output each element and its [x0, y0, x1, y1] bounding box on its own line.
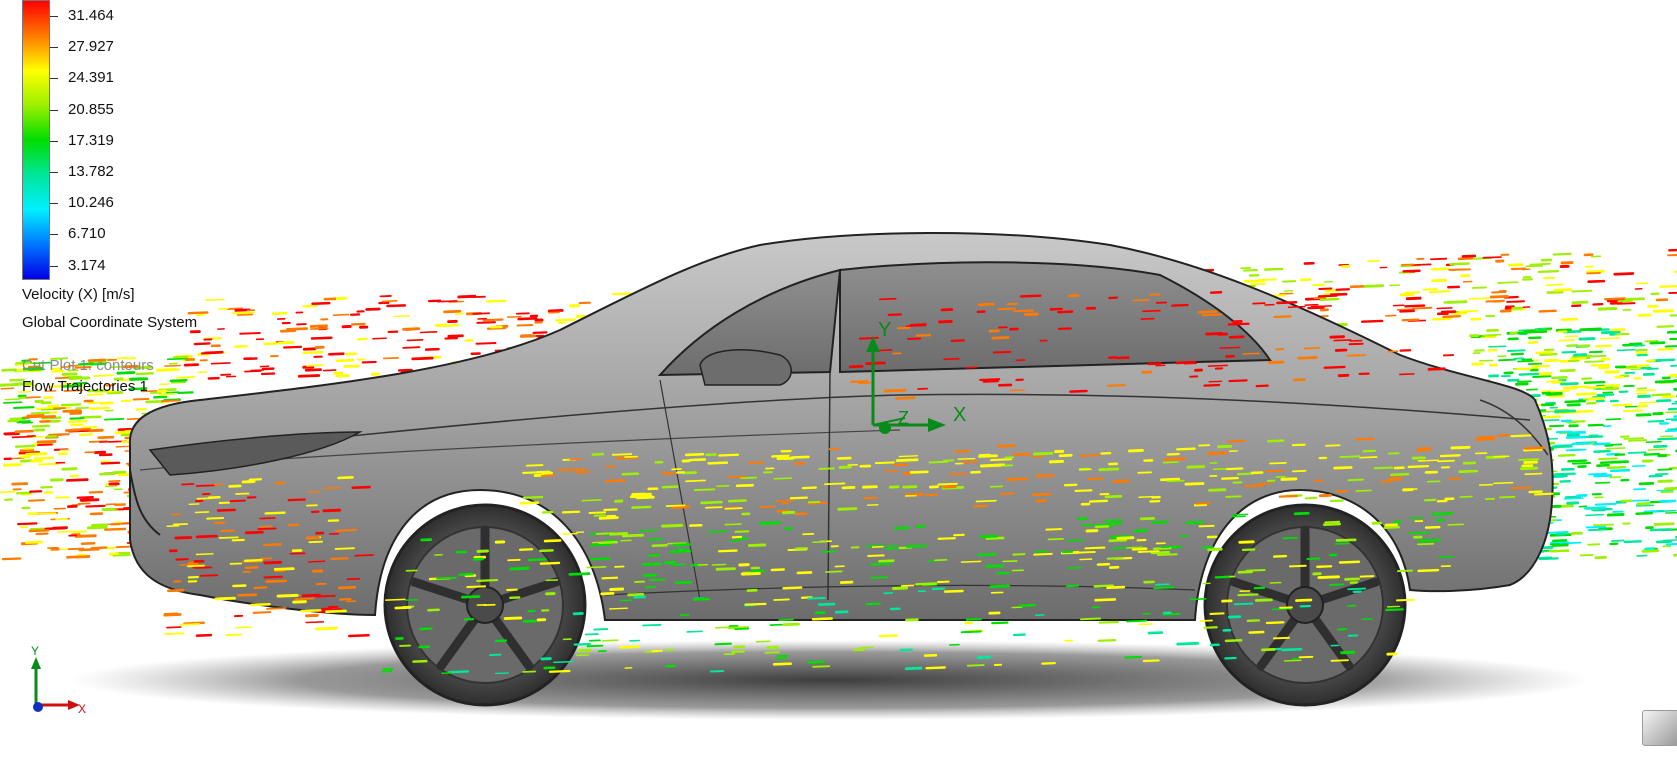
legend-value-label: 31.464	[68, 7, 114, 24]
legend-value-label: 6.710	[68, 225, 106, 243]
rear-wheel	[1203, 503, 1407, 707]
legend-tick	[50, 16, 58, 17]
triad-label-x: X	[78, 702, 86, 715]
legend-value-label: 24.391	[68, 69, 114, 87]
legend-tick	[50, 78, 58, 80]
headlight	[148, 431, 363, 476]
cut-plot-label[interactable]: Cut Plot 1: contours	[22, 357, 154, 374]
legend-value-label: 20.855	[68, 100, 114, 118]
legend-color-bar	[22, 0, 50, 280]
legend-tick	[50, 203, 58, 205]
legend-tick	[50, 172, 58, 173]
view-cube-icon[interactable]	[1642, 710, 1677, 746]
legend-tick	[50, 265, 58, 267]
axis-label-x: X	[953, 404, 966, 426]
global-axes-indicator: Y X Z	[866, 319, 966, 434]
legend-tick	[50, 47, 58, 49]
flow-trajectories-front	[163, 291, 1554, 675]
legend-value-label: 3.174	[68, 256, 106, 274]
legend-value-label: 27.927	[68, 38, 114, 56]
car-window-front	[657, 268, 842, 377]
coordinate-system-label: Global Coordinate System	[22, 314, 198, 331]
legend-value-label: 10.246	[68, 194, 114, 212]
triad-label-y: Y	[31, 645, 39, 658]
side-mirror	[699, 349, 792, 386]
axis-label-z: Z	[898, 408, 909, 428]
axis-label-y: Y	[878, 319, 891, 341]
legend-value-label: 17.319	[68, 131, 114, 149]
legend-value-label: 13.782	[68, 163, 114, 180]
coordinate-triad-icon: Y X	[31, 645, 86, 715]
velocity-legend: 31.464 27.927 24.391 20.855 17.319 13.782 10.2…	[22, 0, 262, 290]
flow-trajectories-label[interactable]: Flow Trajectories 1	[22, 378, 148, 395]
car-window-rear	[839, 261, 1272, 374]
legend-tick	[50, 234, 58, 236]
legend-tick	[50, 140, 58, 142]
legend-tick	[50, 109, 58, 111]
legend-variable-label: Velocity (X) [m/s]	[22, 286, 135, 303]
